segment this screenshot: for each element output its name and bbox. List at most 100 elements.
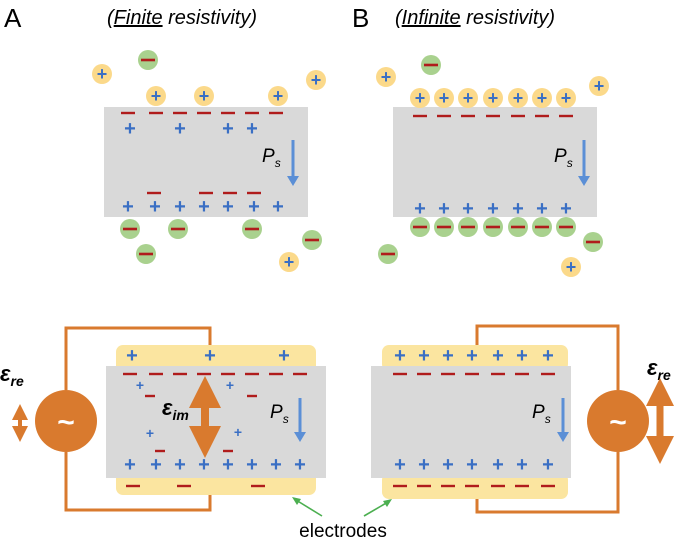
electrodes-pointer-right	[363, 501, 389, 517]
svg-text:+: +	[439, 88, 450, 108]
surface-plus-b-bottom-1: +	[438, 198, 450, 220]
electrode-plus-b-top-3: +	[466, 345, 478, 367]
ion-b-top-layer-6: +	[556, 88, 576, 108]
epsilon-re-label-a: εre	[0, 361, 24, 389]
svg-text:Ps: Ps	[532, 402, 551, 426]
ion-b-bottom-layer-6	[556, 217, 576, 237]
electrodes-pointer-left	[295, 499, 323, 517]
surface-plus-a-top-2: +	[222, 118, 234, 140]
circuit-b	[475, 324, 620, 514]
ion-b-top-layer-5: +	[532, 88, 552, 108]
surface-minus-b-slab-top-0	[393, 372, 407, 376]
surface-plus-a-slab-bottom-1: +	[150, 454, 162, 476]
panel-a-title-rest: resistivity)	[163, 7, 257, 29]
surface-plus-a-bottom-2: +	[174, 196, 186, 218]
ac-source-b-symbol: ~	[609, 406, 627, 439]
slab-b-bottom	[371, 366, 571, 478]
surface-minus-b-top-5	[535, 114, 549, 118]
ion-b-bottom-layer-5	[532, 217, 552, 237]
electrode-minus-b-bottom-3	[465, 484, 479, 488]
surface-minus-b-top-3	[486, 114, 500, 118]
screening-minus-a-2	[155, 449, 165, 453]
surface-plus-b-slab-bottom-1: +	[418, 454, 430, 476]
svg-text:+: +	[488, 88, 499, 108]
ac-source-a	[35, 390, 97, 452]
ion-b-bottom-layer-4	[508, 217, 528, 237]
surface-minus-a-bottom-3	[247, 191, 261, 195]
ion-a-top-4: +	[268, 86, 288, 106]
electrode-plus-b-top-2: +	[442, 345, 454, 367]
surface-minus-b-top-4	[511, 114, 525, 118]
electrode-minus-b-bottom-2	[441, 484, 455, 488]
electrode-plus-b-top-5: +	[516, 345, 528, 367]
ion-a-top-7	[168, 219, 188, 239]
panel-b-title-rest: resistivity)	[461, 7, 555, 29]
ion-b-top-layer-3: +	[483, 88, 503, 108]
svg-text:Ps: Ps	[270, 402, 289, 426]
electrode-plus-a-top-2: +	[278, 345, 290, 367]
panel-b-letter: B	[352, 3, 369, 33]
ion-b-top-layer-0: +	[410, 88, 430, 108]
screening-plus-a-2: +	[146, 425, 154, 441]
ion-a-top-3: +	[194, 86, 214, 106]
surface-plus-b-slab-bottom-4: +	[492, 454, 504, 476]
surface-minus-a-slab-top-7	[293, 372, 307, 376]
surface-plus-a-bottom-3: +	[198, 196, 210, 218]
surface-minus-b-top-0	[413, 114, 427, 118]
electrode-minus-b-bottom-4	[491, 484, 505, 488]
ion-b-top-free-0: +	[376, 67, 396, 87]
svg-text:+: +	[199, 86, 210, 106]
ion-a-top-6	[120, 219, 140, 239]
circuit-b-wire-bottom	[475, 452, 620, 514]
surface-plus-b-bottom-3: +	[487, 198, 499, 220]
circuit-a-wire-bottom	[64, 452, 212, 512]
surface-plus-a-bottom-0: +	[122, 196, 134, 218]
panel-a-letter: A	[4, 3, 22, 33]
screening-minus-a-0	[145, 394, 155, 398]
slab-b-top	[393, 107, 597, 217]
ion-b-bottom-layer-2	[458, 217, 478, 237]
circuit-a	[64, 326, 212, 512]
surface-minus-a-top-0	[121, 111, 135, 115]
surface-minus-a-top-3	[197, 111, 211, 115]
ps-b-bottom: Ps	[532, 398, 569, 442]
svg-text:+: +	[561, 88, 572, 108]
surface-minus-b-slab-top-4	[491, 372, 505, 376]
ion-b-bottom-layer-3	[483, 217, 503, 237]
ac-source-b	[587, 390, 649, 452]
surface-minus-a-slab-top-4	[221, 372, 235, 376]
screening-minus-a-3	[223, 449, 233, 453]
surface-plus-a-slab-bottom-7: +	[294, 454, 306, 476]
ion-b-top-free-2: +	[589, 76, 609, 96]
surface-minus-a-top-1	[149, 111, 163, 115]
surface-plus-a-slab-bottom-2: +	[174, 454, 186, 476]
svg-text:+: +	[513, 88, 524, 108]
epsilon-re-label-b: εre	[647, 355, 671, 383]
ps-b-top: Ps	[554, 140, 590, 186]
ion-b-top-free-1	[421, 55, 441, 75]
electrode-plus-a-top-1: +	[204, 345, 216, 367]
ion-b-top-layer-1: +	[434, 88, 454, 108]
surface-minus-a-slab-top-0	[123, 372, 137, 376]
ion-b-top-layer-4: +	[508, 88, 528, 108]
surface-plus-a-slab-bottom-3: +	[198, 454, 210, 476]
svg-text:+: +	[381, 67, 392, 87]
screening-plus-a-0: +	[136, 377, 144, 393]
ac-source-a-symbol: ~	[57, 406, 75, 439]
ion-b-top-free-5: +	[561, 257, 581, 277]
electrode-minus-b-bottom-5	[515, 484, 529, 488]
ion-a-top-1: +	[92, 64, 112, 84]
ion-b-bottom-layer-0	[410, 217, 430, 237]
circuit-a-wire-top	[64, 326, 212, 390]
surface-plus-b-bottom-6: +	[560, 198, 572, 220]
surface-plus-b-slab-bottom-3: +	[466, 454, 478, 476]
surface-plus-b-bottom-4: +	[512, 198, 524, 220]
surface-plus-b-bottom-0: +	[414, 198, 426, 220]
panel-b-title-underlined: Infinite	[402, 7, 461, 29]
electrode-plus-b-top-1: +	[418, 345, 430, 367]
ion-b-bottom-layer-1	[434, 217, 454, 237]
surface-minus-b-top-1	[437, 114, 451, 118]
ion-b-top-free-4	[583, 232, 603, 252]
surface-minus-b-slab-top-3	[465, 372, 479, 376]
